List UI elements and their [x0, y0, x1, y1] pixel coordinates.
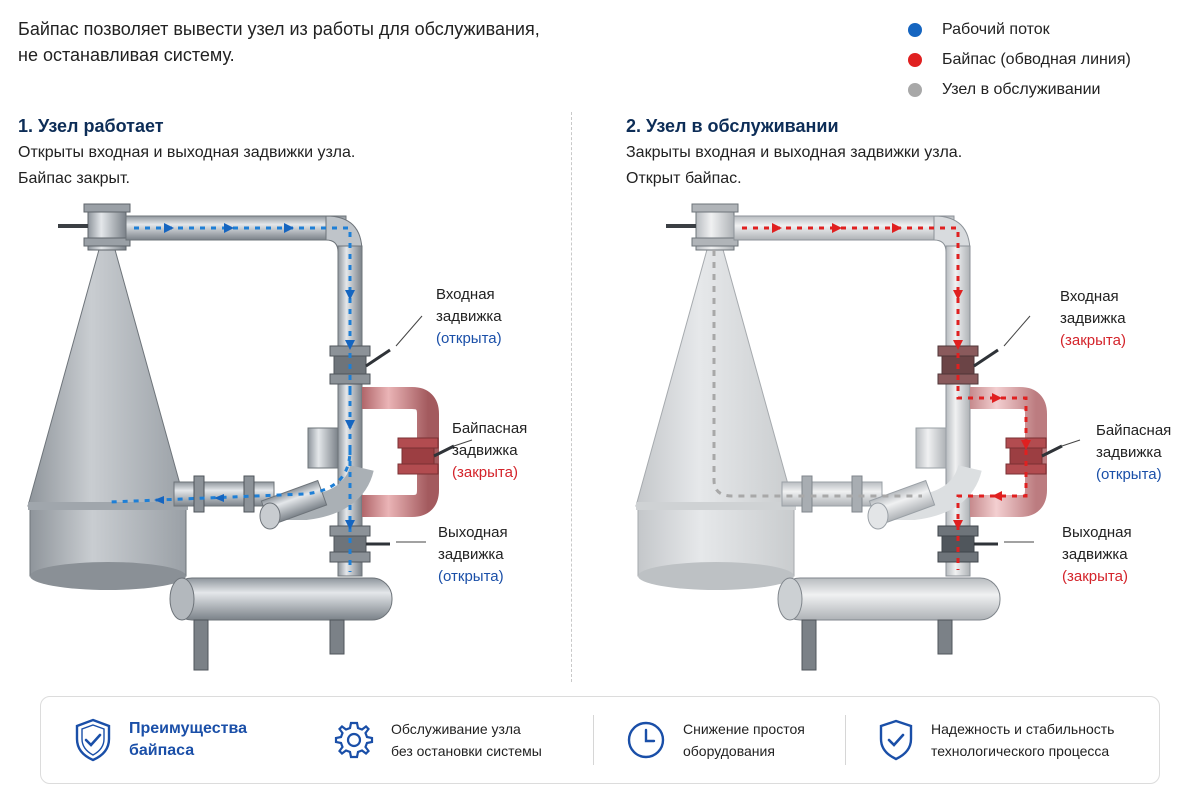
status-closed: (закрыта) [452, 464, 518, 481]
callout-line: задвижка [1062, 546, 1128, 563]
callout-line: Байпасная [452, 420, 528, 437]
panel1-outlet-callout: Выходная задвижка (открыта) [438, 522, 508, 588]
panel1-bypass-callout: Байпасная задвижка (закрыта) [452, 418, 527, 484]
benefit-item-maintenance: Обслуживание узла без остановки системы [333, 697, 542, 783]
shield-check-icon [879, 719, 913, 761]
bottom-tank [169, 577, 393, 671]
benefit-line-1: Снижение простоя [683, 721, 805, 737]
callout-line: задвижка [438, 546, 504, 563]
status-open: (открыта) [438, 568, 504, 585]
benefits-title-block: Преимущества байпаса [73, 697, 247, 783]
outlet-valve [329, 525, 390, 563]
panel2-diagram [635, 203, 1081, 671]
benefits-bar: Преимущества байпаса Обслуживание узла б… [40, 696, 1160, 784]
intro-text: Байпас позволяет вывести узел из работы … [18, 16, 540, 68]
panel1-diagram [27, 203, 473, 671]
legend-item-maintenance: Узел в обслуживании [908, 75, 1131, 105]
benefit-separator [593, 715, 594, 765]
node-elbow [307, 427, 339, 469]
status-open: (открыта) [1096, 466, 1162, 483]
vessel-inlet-pipe [781, 481, 883, 507]
flow-arrows [154, 223, 355, 530]
callout-line: Байпасная [1096, 422, 1172, 439]
vessel-maintenance [635, 245, 796, 590]
callout-line: Выходная [1062, 524, 1132, 541]
legend: Рабочий поток Байпас (обводная линия) Уз… [908, 15, 1131, 105]
benefit-separator [845, 715, 846, 765]
bypass-flow-path [742, 226, 1028, 570]
benefit-item-downtime: Снижение простоя оборудования [625, 697, 805, 783]
benefit-line-1: Обслуживание узла [391, 721, 521, 737]
callout-line: задвижка [452, 442, 518, 459]
panel2-desc-line-1: Закрыты входная и выходная задвижки узла… [626, 144, 963, 161]
status-closed: (закрыта) [1062, 568, 1128, 585]
benefit-line-1: Надежность и стабильность [931, 721, 1115, 737]
benefit-line-2: оборудования [683, 743, 775, 759]
panel2-bypass-callout: Байпасная задвижка (открыта) [1096, 420, 1171, 486]
legend-item-flow: Рабочий поток [908, 15, 1131, 45]
callout-line: Выходная [438, 524, 508, 541]
callout-line: Входная [1060, 288, 1119, 305]
outlet-valve-closed [937, 525, 998, 563]
bypass-loop [362, 387, 455, 517]
clock-icon [627, 721, 665, 759]
callout-line: задвижка [436, 308, 502, 325]
benefit-line-2: без остановки системы [391, 743, 542, 759]
top-valve [58, 203, 131, 251]
callout-line: задвижка [1096, 444, 1162, 461]
panel1-inlet-callout: Входная задвижка (открыта) [436, 284, 502, 350]
intro-line-2: не останавливая систему. [18, 45, 235, 65]
panel2-title: 2. Узел в обслуживании [626, 116, 839, 136]
vessel [27, 245, 188, 590]
bypass-loop-open [970, 387, 1063, 517]
panel2-outlet-callout: Выходная задвижка (закрыта) [1062, 522, 1132, 588]
panel2-inlet-callout: Входная задвижка (закрыта) [1060, 286, 1126, 352]
status-open: (открыта) [436, 330, 502, 347]
maintenance-dot-icon [908, 83, 922, 97]
status-closed: (закрыта) [1060, 332, 1126, 349]
bypass-dot-icon [908, 53, 922, 67]
gear-icon [334, 721, 374, 759]
maintenance-path [712, 250, 922, 498]
legend-label: Рабочий поток [942, 21, 1050, 38]
callout-line: Входная [436, 286, 495, 303]
panel1-desc-line-1: Открыты входная и выходная задвижки узла… [18, 144, 356, 161]
panel1-description: Открыты входная и выходная задвижки узла… [18, 140, 355, 192]
callout-line: задвижка [1060, 310, 1126, 327]
benefit-item-reliability: Надежность и стабильность технологическо… [877, 697, 1114, 783]
panel-divider [571, 112, 572, 682]
inlet-valve [329, 345, 391, 385]
benefits-title-line-1: Преимущества [129, 720, 247, 737]
legend-label: Байпас (обводная линия) [942, 51, 1131, 68]
legend-item-bypass: Байпас (обводная линия) [908, 45, 1131, 75]
node-elbow [915, 427, 947, 469]
shield-check-icon [75, 718, 111, 762]
flow-path [109, 226, 352, 572]
bypass-arrows [772, 223, 1031, 530]
benefit-line-2: технологического процесса [931, 743, 1110, 759]
inlet-valve-closed [937, 345, 999, 385]
flow-dot-icon [908, 23, 922, 37]
panel1-desc-line-2: Байпас закрыт. [18, 170, 130, 187]
panel2-desc-line-2: Открыт байпас. [626, 170, 742, 187]
bottom-tank [777, 577, 1001, 671]
panel2-description: Закрыты входная и выходная задвижки узла… [626, 140, 962, 192]
legend-label: Узел в обслуживании [942, 81, 1101, 98]
top-valve [666, 203, 739, 251]
panel1-title: 1. Узел работает [18, 116, 164, 136]
intro-line-1: Байпас позволяет вывести узел из работы … [18, 19, 540, 39]
benefits-title-line-2: байпаса [129, 742, 195, 759]
